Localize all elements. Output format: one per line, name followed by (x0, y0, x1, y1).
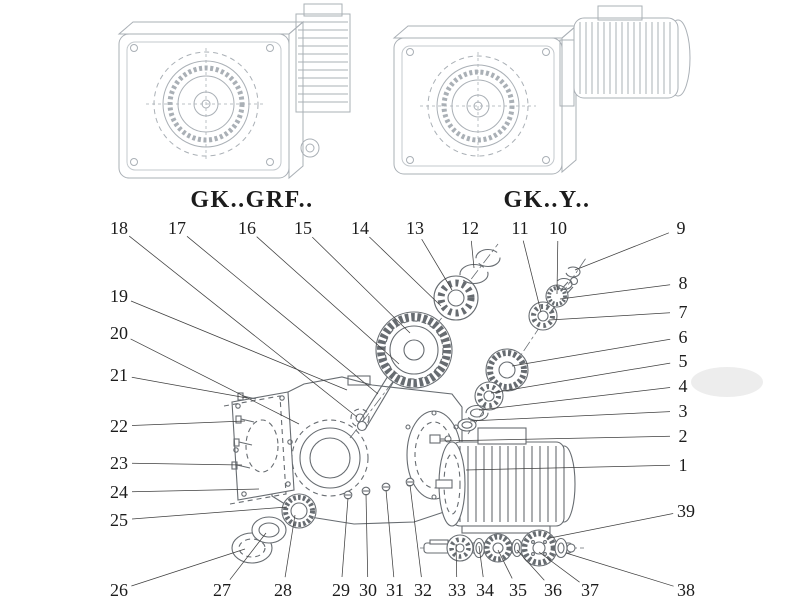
model-label-gk-y: GK..Y.. (504, 187, 591, 213)
leader-line-31 (385, 489, 395, 578)
leader-lines (128, 232, 674, 587)
end-cover-plate (223, 391, 295, 505)
leader-line-5 (490, 362, 671, 394)
part-number-12: 12 (461, 218, 479, 238)
part-number-callouts: 1234567891011121314151617181920212223242… (110, 218, 695, 600)
part-number-3: 3 (679, 401, 688, 421)
leader-line-24 (131, 488, 260, 493)
part-number-26: 26 (110, 580, 128, 600)
leader-line-4 (478, 387, 671, 411)
leader-line-39 (549, 513, 674, 539)
electric-motor (435, 427, 576, 534)
part-number-14: 14 (351, 218, 369, 238)
watermark-smudge (691, 367, 763, 397)
leader-line-16 (256, 236, 400, 365)
part-number-8: 8 (679, 273, 688, 293)
leader-line-36 (516, 549, 545, 581)
leader-line-1 (465, 464, 671, 471)
leader-line-23 (131, 462, 243, 466)
part-number-32: 32 (414, 580, 432, 600)
part-number-20: 20 (110, 323, 128, 343)
leader-line-11 (522, 240, 542, 313)
leader-line-26 (131, 548, 246, 587)
part-number-27: 27 (213, 580, 231, 600)
leader-line-10 (556, 240, 559, 295)
part-number-29: 29 (332, 580, 350, 600)
leader-line-25 (131, 506, 288, 520)
assembled-gearmotor-gk-y (392, 5, 691, 175)
leader-line-2 (439, 435, 671, 442)
part-number-15: 15 (294, 218, 312, 238)
part-number-38: 38 (677, 580, 695, 600)
leader-line-19 (130, 300, 348, 391)
leader-line-13 (421, 239, 453, 291)
exploded-view (223, 243, 587, 567)
part-number-21: 21 (110, 365, 128, 385)
part-number-19: 19 (110, 286, 128, 306)
part-number-5: 5 (679, 351, 688, 371)
part-number-36: 36 (544, 580, 562, 600)
part-number-25: 25 (110, 510, 128, 530)
pinion-shaft-set (528, 266, 581, 331)
part-number-35: 35 (509, 580, 527, 600)
leader-line-12 (470, 240, 475, 269)
leader-line-38 (565, 552, 674, 587)
leader-line-20 (130, 338, 300, 425)
part-number-17: 17 (168, 218, 186, 238)
vent-plug (429, 434, 452, 444)
intermediate-gear-set (457, 348, 529, 432)
part-number-13: 13 (406, 218, 424, 238)
leader-line-34 (478, 545, 484, 578)
leader-line-29 (341, 497, 349, 578)
leader-line-18 (128, 235, 358, 418)
input-shaft-gear-set (356, 248, 501, 432)
part-number-31: 31 (386, 580, 404, 600)
part-number-2: 2 (679, 426, 688, 446)
part-number-24: 24 (110, 482, 128, 502)
part-number-11: 11 (511, 218, 528, 238)
leader-line-6 (511, 338, 671, 367)
leader-line-27 (229, 532, 267, 580)
part-number-10: 10 (549, 218, 567, 238)
leader-line-22 (131, 420, 246, 426)
leader-line-14 (369, 236, 442, 307)
leader-line-33 (455, 543, 458, 578)
leader-line-32 (409, 484, 422, 578)
part-number-39: 39 (677, 501, 695, 521)
leader-line-28 (284, 514, 296, 578)
leader-line-7 (548, 312, 671, 321)
part-number-34: 34 (476, 580, 494, 600)
leader-line-3 (469, 411, 671, 422)
part-number-28: 28 (274, 580, 292, 600)
leader-line-17 (186, 236, 379, 395)
part-number-16: 16 (238, 218, 256, 238)
part-number-4: 4 (679, 376, 688, 396)
oil-seal-set (231, 493, 317, 564)
assembled-gearbox-gk-grf (117, 3, 351, 180)
part-number-6: 6 (679, 327, 688, 347)
leader-line-35 (497, 549, 513, 579)
part-number-37: 37 (581, 580, 599, 600)
leader-line-15 (312, 236, 411, 334)
output-shaft-set (423, 529, 576, 567)
part-number-18: 18 (110, 218, 128, 238)
part-number-7: 7 (679, 302, 688, 322)
part-number-30: 30 (359, 580, 377, 600)
electric-motor-assembled (573, 5, 691, 99)
part-number-33: 33 (448, 580, 466, 600)
leader-line-9 (574, 232, 670, 271)
leader-line-21 (131, 376, 248, 399)
part-number-23: 23 (110, 453, 128, 473)
model-label-gk-grf: GK..GRF.. (190, 187, 313, 213)
leader-line-8 (559, 284, 671, 300)
part-number-22: 22 (110, 416, 128, 436)
part-number-9: 9 (677, 218, 686, 238)
leader-line-37 (538, 551, 580, 583)
input-fin-housing (295, 13, 351, 113)
part-number-1: 1 (679, 455, 688, 475)
leader-line-30 (365, 493, 369, 578)
